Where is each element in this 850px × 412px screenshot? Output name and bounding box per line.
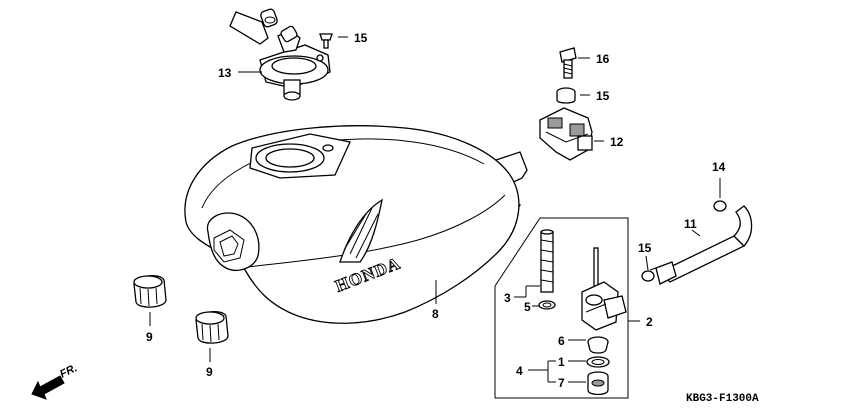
- cup-filter[interactable]: [587, 371, 609, 396]
- tube-clip-upper[interactable]: [713, 200, 727, 212]
- fuel-tank[interactable]: HONDA: [184, 125, 528, 324]
- callout-16: 16: [596, 52, 610, 66]
- callout-10: 12: [610, 135, 624, 149]
- callout-6: 6: [558, 334, 565, 348]
- callout-8: 8: [432, 307, 439, 321]
- callout-1: 1: [558, 355, 565, 369]
- cap-screw[interactable]: [319, 33, 333, 49]
- callout-2: 2: [646, 315, 653, 329]
- callout-4: 4: [516, 364, 523, 378]
- callout-9-right: 9: [206, 365, 213, 379]
- front-direction-label: FR.: [58, 362, 79, 381]
- callout-14: 15: [596, 89, 610, 103]
- mount-bolt[interactable]: [559, 47, 577, 79]
- front-arrow-icon: [31, 375, 65, 400]
- ignition-keys: [229, 8, 301, 53]
- front-direction-arrow: FR.: [31, 362, 79, 400]
- cup-o-ring[interactable]: [586, 356, 610, 368]
- strainer-pipe[interactable]: [540, 229, 554, 293]
- callout-7: 7: [558, 376, 565, 390]
- mount-collar[interactable]: [556, 87, 576, 104]
- callout-13: 15: [354, 31, 368, 45]
- strainer-o-ring[interactable]: [538, 300, 556, 310]
- fuel-valve[interactable]: [581, 247, 627, 331]
- fuel-tube[interactable]: [649, 205, 753, 285]
- callout-3: 3: [504, 291, 511, 305]
- rubber-cushion-right[interactable]: [195, 310, 229, 344]
- callout-11: 13: [218, 66, 232, 80]
- sediment-cup[interactable]: [587, 336, 609, 354]
- callout-15-lower: 15: [638, 241, 652, 255]
- callout-9-left: 9: [146, 330, 153, 344]
- fuel-cap-assembly[interactable]: [229, 8, 331, 101]
- callout-12: 11: [684, 217, 697, 231]
- callout-15-upper: 14: [712, 160, 726, 174]
- tube-clip-lower[interactable]: [641, 270, 655, 282]
- tank-mount-bracket[interactable]: [539, 107, 593, 161]
- leader-lines: [149, 36, 721, 383]
- drawing-code: KBG3-F1300A: [686, 393, 759, 405]
- fuel-cock-detail: [494, 217, 629, 399]
- rubber-cushion-left[interactable]: [133, 274, 167, 308]
- callout-labels: 15 13 16 15 12 14 11 15 8 9 9 3 5 2 6 1 …: [146, 31, 726, 390]
- callout-5: 5: [524, 300, 531, 314]
